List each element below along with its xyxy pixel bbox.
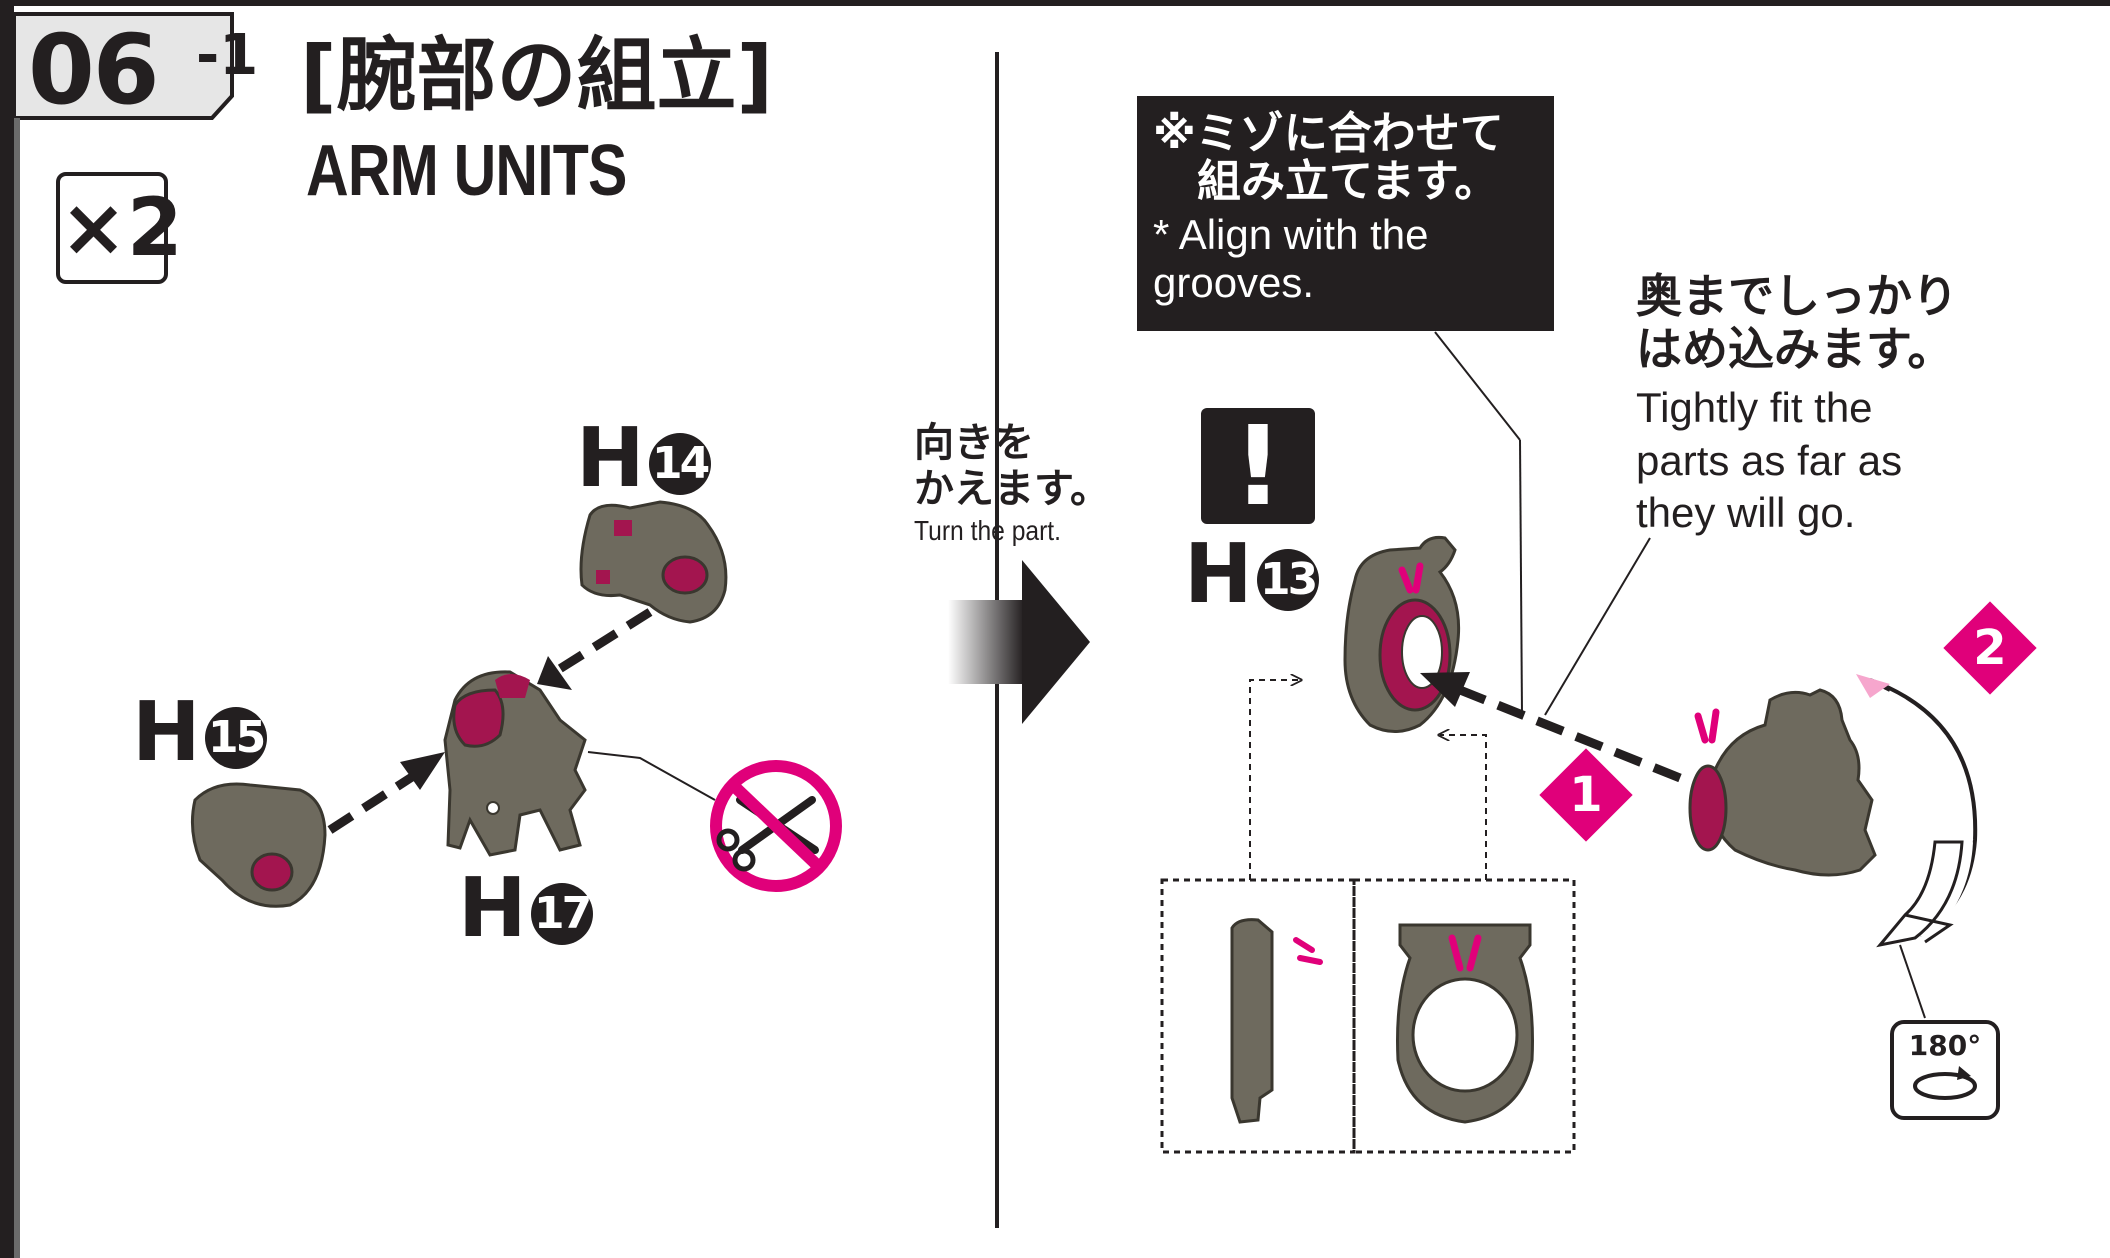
step-sub-number: -1 — [196, 23, 259, 88]
step-number: 06 — [28, 14, 160, 126]
detail-front-part — [1396, 923, 1534, 1124]
step-marker-1-label: 1 — [1569, 767, 1603, 823]
groove-note-en: * Align with the grooves. — [1153, 210, 1429, 307]
part-h14-shape — [579, 500, 728, 624]
fit-instruction-jp: 奥までしっかり はめ込みます。 — [1636, 269, 1958, 376]
detail-box-front — [1352, 878, 1576, 1154]
shoulder-joint-shape — [1688, 688, 1877, 877]
page-title-en: ARM UNITS — [306, 131, 627, 211]
turn-instruction-jp: 向きを かえます。 — [914, 420, 1110, 512]
groove-note-jp: ※ミゾに合わせて 組み立てます。 — [1153, 108, 1504, 208]
detail-side-part — [1230, 918, 1274, 1124]
rotate-icon — [1856, 674, 1978, 1019]
part-h15-shape — [190, 782, 327, 908]
part-h13-shape — [1343, 536, 1461, 733]
quantity-badge: ×2 — [56, 172, 183, 284]
turn-instruction-en: Turn the part. — [914, 515, 1062, 546]
part-h17-shape — [443, 670, 587, 857]
fit-instruction-en: Tightly fit the parts as far as they wil… — [1636, 384, 1903, 536]
warning-icon: ! — [1201, 408, 1315, 524]
rotation-badge: 180° — [1890, 1020, 2000, 1120]
rotation-degrees: 180° — [1908, 1029, 1982, 1062]
no-cutting-icon — [710, 760, 842, 892]
step-marker-2 — [1943, 601, 2037, 695]
turn-arrow — [948, 560, 1090, 724]
detail-box-side — [1160, 878, 1356, 1154]
left-border — [0, 0, 14, 1258]
groove-note-box: ※ミゾに合わせて 組み立てます。 * Align with the groove… — [1137, 96, 1554, 331]
step-marker-2-label: 2 — [1973, 620, 2007, 676]
step-number-tab — [12, 12, 234, 120]
rotate-arrow-icon — [1913, 1066, 1977, 1100]
top-border — [0, 0, 2110, 6]
left-band — [14, 118, 20, 1258]
page-title-jp: [腕部の組立] — [300, 29, 774, 122]
step-marker-1 — [1539, 748, 1633, 842]
